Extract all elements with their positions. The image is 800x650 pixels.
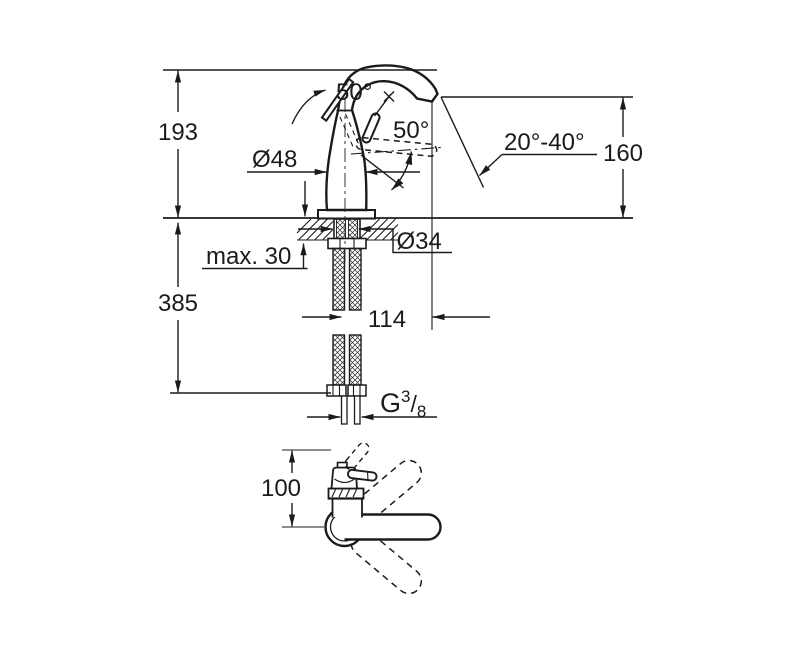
hose-right-lower (348, 334, 362, 386)
handle-raised (361, 112, 381, 144)
dim-handle-clearance-100: 100 (261, 449, 331, 528)
dim-height-193: 193 (158, 69, 437, 218)
dim-depth-385: 385 (158, 222, 331, 394)
spout-top-view (344, 513, 442, 541)
handle-axis-centerline (350, 146, 442, 155)
dim-text-o48: Ø48 (252, 146, 297, 173)
shank-thread-left (336, 218, 346, 239)
supply-hoses (326, 247, 367, 425)
thread-slash: / (410, 391, 417, 417)
x-marker (383, 91, 395, 102)
handle-top-view (327, 442, 378, 518)
dim-text-handle-lift: 50° (393, 117, 429, 144)
dim-shank-diameter-34: Ø34 (298, 225, 452, 255)
dim-text-385: 385 (158, 290, 198, 317)
dim-text-thread: G3/8 (380, 387, 426, 421)
shank-thread-right (348, 218, 358, 239)
dim-max-deck-thickness: max. 30 (202, 181, 309, 270)
arc-arrow-up (405, 151, 413, 165)
jet-angle-line (440, 96, 485, 188)
dim-projection-114: 114 (302, 100, 490, 333)
body-cylinder-sides (331, 498, 363, 518)
hose-right-upper (348, 247, 362, 311)
thread-denominator: 8 (417, 402, 426, 421)
faucet-body (317, 64, 439, 262)
base-flange (317, 209, 376, 220)
hose-left-upper (332, 247, 346, 311)
dim-handle-lift-angle: 50° (391, 117, 429, 191)
main-view: 50° 50° 193 385 160 (158, 64, 643, 425)
connection-nipple-left (340, 395, 348, 425)
hose-nut-left (326, 384, 347, 397)
dim-jet-angle: 20°-40° (440, 96, 597, 188)
dim-text-100: 100 (261, 475, 301, 502)
lever-raised-dashed (344, 442, 370, 470)
handle-hinge (336, 461, 348, 469)
dim-text-193: 193 (158, 119, 198, 146)
dim-text-handle-swivel: 50° (336, 79, 372, 106)
arc-arrow-down (391, 178, 404, 190)
dim-text-o34: Ø34 (397, 228, 442, 255)
thread-numerator: 3 (401, 387, 410, 406)
hose-left-lower (332, 334, 346, 386)
hose-nut-right (347, 384, 367, 397)
top-view: 100 (261, 442, 442, 595)
mounting-shank (327, 218, 367, 250)
dim-text-20-40: 20°-40° (504, 129, 585, 156)
dim-spout-height-160: 160 (441, 96, 643, 218)
dim-text-160: 160 (603, 140, 643, 167)
dim-text-114: 114 (368, 306, 406, 333)
connection-nipple-right (353, 395, 361, 425)
dim-body-diameter-48: Ø48 (247, 146, 420, 176)
cap-curve (334, 478, 355, 484)
dim-handle-swivel-angle: 50° (291, 79, 395, 125)
dim-text-max30: max. 30 (206, 243, 291, 270)
dim-thread-g38: G3/8 (307, 387, 437, 421)
mounting-nut (327, 237, 367, 250)
thread-prefix: G (380, 388, 401, 418)
